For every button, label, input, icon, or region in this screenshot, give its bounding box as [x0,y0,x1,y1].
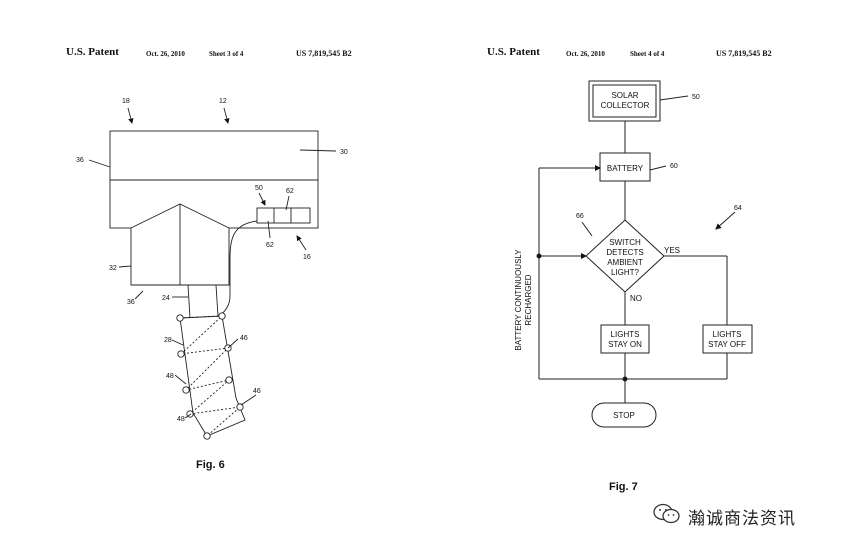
sheet3-sheet-number: Sheet 3 of 4 [209,50,244,58]
sheet4-sheet-number: Sheet 4 of 4 [630,50,665,58]
sheet4-patent-label: U.S. Patent [487,46,540,58]
fig6-drawing [88,107,337,440]
ref-48: 48 [166,373,174,380]
ref-30: 30 [340,149,348,156]
ref-66: 66 [576,213,584,220]
ref-64: 64 [734,205,742,212]
fig7-flowchart [536,80,753,428]
ref-16: 16 [303,254,311,261]
stop-terminal [591,402,657,428]
fig6-housing-top [109,130,319,181]
watermark-text: 瀚诚商法资讯 [688,508,796,529]
side-label-line1: BATTERY CONTINUOUSLY [514,249,523,351]
ref-32: 32 [109,265,117,272]
lights-on-line2: STAY ON [608,340,642,349]
ref-62: 62 [286,188,294,195]
ref-12: 12 [219,98,227,105]
ref-36: 36 [127,299,135,306]
lights-off-line2: STAY OFF [708,340,746,349]
fig6-caption: Fig. 6 [196,459,225,471]
sheet4-date: Oct. 26, 2010 [566,50,605,58]
lights-off-line1: LIGHTS [713,330,742,339]
side-label-line2: RECHARGED [524,274,533,325]
yes-label: YES [664,246,680,255]
watermark: 瀚诚商法资讯 [652,502,796,530]
switch-label-line2: DETECTS [606,248,643,257]
ref-28: 28 [164,337,172,344]
solar-label-line1: SOLAR [611,91,638,100]
solar-label-line2: COLLECTOR [601,101,650,110]
switch-label-line1: SWITCH [609,238,641,247]
fig7-caption: Fig. 7 [609,481,638,493]
switch-label-line3: AMBIENT [607,258,643,267]
sheet3-date: Oct. 26, 2010 [146,50,185,58]
lights-on-line1: LIGHTS [611,330,640,339]
sheet3-patent-label: U.S. Patent [66,46,119,58]
ref-36: 36 [76,157,84,164]
battery-label: BATTERY [607,164,644,173]
no-label: NO [630,294,642,303]
stop-label: STOP [613,411,635,420]
switch-label-line4: LIGHT? [611,268,640,277]
sheet3-patent-number: US 7,819,545 B2 [296,49,352,58]
wechat-icon [652,502,682,531]
fig6-reference-labels: 18 12 36 30 50 62 62 16 32 36 24 28 46 4… [76,98,348,423]
fig7-text: SOLAR COLLECTOR BATTERY SWITCH DETECTS A… [514,91,746,420]
ref-18: 18 [122,98,130,105]
sheet4-patent-number: US 7,819,545 B2 [716,49,772,58]
fig6-switch-unit [256,207,311,224]
ref-62: 62 [266,242,274,249]
ref-46: 46 [240,335,248,342]
ref-48: 48 [177,416,185,423]
ref-50: 50 [692,94,700,101]
fig7-reference-labels: 50 60 66 64 [576,94,742,220]
ref-50: 50 [255,185,263,192]
ref-60: 60 [670,163,678,170]
ref-46: 46 [253,388,261,395]
ref-24: 24 [162,295,170,302]
